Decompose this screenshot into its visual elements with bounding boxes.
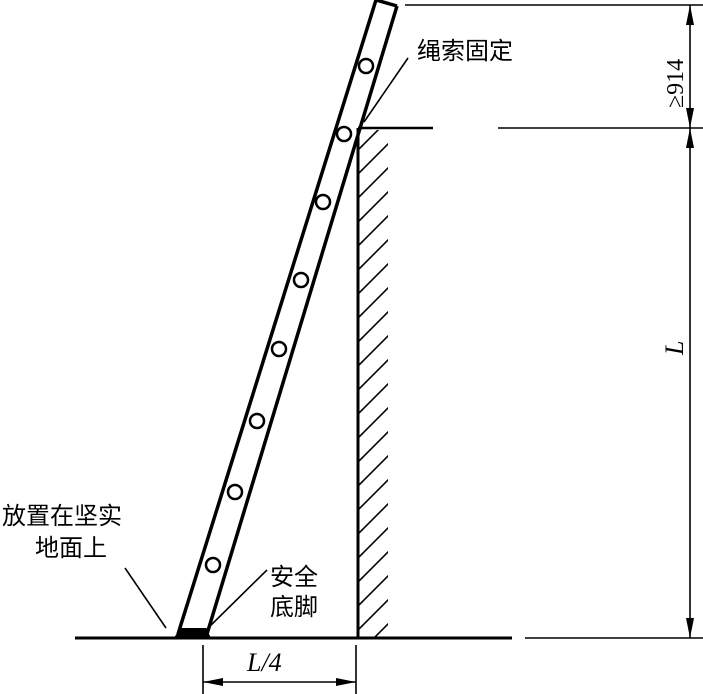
hatch-line	[358, 454, 388, 487]
height-label: L	[660, 341, 689, 356]
hatch-line	[358, 574, 388, 607]
safety-foot	[174, 628, 211, 638]
wall-hatching	[358, 130, 390, 678]
place-label-line1: 放置在坚实	[2, 502, 122, 530]
arrow-top-up	[686, 5, 694, 25]
hatch-line	[358, 358, 388, 391]
ladder-top-end	[375, 0, 398, 8]
base-dimension	[202, 645, 357, 694]
ladder-rung	[204, 556, 222, 574]
ladder-rungs	[204, 57, 375, 574]
place-label-line2: 地面上	[35, 534, 107, 562]
hatch-line	[372, 622, 388, 638]
hatch-line	[358, 526, 388, 559]
hatch-line	[358, 598, 388, 631]
place-leader	[124, 567, 167, 629]
ladder	[176, 0, 399, 635]
ladder-rung	[248, 412, 266, 430]
ladder-rung	[357, 57, 375, 75]
safety-label-line1: 安全	[270, 563, 318, 591]
arrow-right	[336, 678, 356, 686]
hatch-line	[358, 550, 388, 583]
arrow-bottom-down	[686, 618, 694, 638]
hatch-line	[358, 262, 388, 295]
hatch-line	[358, 214, 388, 247]
hatch-line	[358, 286, 388, 319]
ladder-left-rail	[176, 0, 378, 635]
hatch-line	[358, 382, 388, 415]
hatch-line	[358, 502, 388, 535]
hatch-line	[358, 166, 388, 199]
ladder-rung	[226, 483, 244, 501]
rope-leader	[363, 57, 409, 123]
ladder-rung	[335, 125, 353, 143]
ladder-rung	[314, 193, 332, 211]
hatch-line	[358, 142, 388, 175]
hatch-line	[358, 646, 390, 678]
base-label: L/4	[246, 648, 282, 677]
hatch-line	[358, 478, 388, 511]
hatch-line	[358, 238, 388, 271]
hatch-line	[358, 310, 388, 343]
hatch-line	[358, 406, 388, 439]
ladder-rung	[270, 340, 288, 358]
height-dimension	[405, 4, 703, 639]
safety-leader	[205, 569, 268, 631]
hatch-line	[358, 190, 388, 223]
hatch-line	[358, 430, 388, 463]
hatch-line	[358, 130, 380, 151]
ladder-right-rail	[205, 5, 399, 635]
rope-fixed-label: 绳索固定	[417, 37, 513, 65]
arrow-left	[203, 678, 223, 686]
ladder-rung	[292, 271, 310, 289]
hatch-line	[358, 334, 388, 367]
safety-label-line2: 底脚	[270, 593, 318, 621]
arrow-mid-down	[686, 108, 694, 128]
arrow-mid-up	[686, 128, 694, 148]
top-dim-label: ≥914	[663, 59, 689, 108]
